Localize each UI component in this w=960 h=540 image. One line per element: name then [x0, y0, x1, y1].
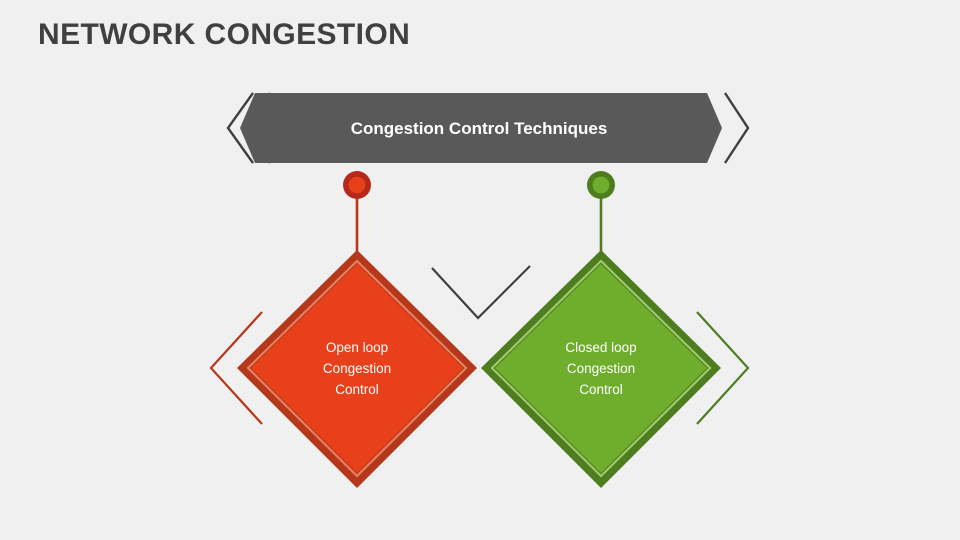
banner-hexagon[interactable]	[240, 93, 722, 163]
closed-loop-label-line-3: Control	[579, 382, 623, 397]
node-open-loop-group: Open loop Congestion Control	[209, 171, 477, 488]
banner-right-chevron-icon	[723, 92, 750, 164]
open-loop-diamond-inner-line	[246, 259, 468, 478]
banner-left-outer-chevron-icon	[226, 92, 254, 164]
open-loop-diamond-fill	[251, 264, 463, 473]
closed-loop-label-line-1: Closed loop	[565, 340, 636, 355]
open-loop-label-line-1: Open loop	[326, 340, 388, 355]
node-closed-loop-group: Closed loop Congestion Control	[481, 171, 750, 488]
page-title: NETWORK CONGESTION	[38, 18, 411, 51]
closed-loop-label-line-2: Congestion	[567, 361, 635, 376]
closed-loop-right-chevron-icon	[696, 311, 750, 425]
open-loop-left-chevron-icon	[209, 311, 263, 425]
banner-label: Congestion Control Techniques	[351, 119, 608, 138]
open-loop-label-line-3: Control	[335, 382, 379, 397]
closed-loop-diamond-fill	[495, 264, 707, 473]
closed-loop-diamond-inner-line	[490, 259, 712, 478]
closed-loop-connector-dot-inner	[592, 176, 610, 194]
banner-group: Congestion Control Techniques	[226, 92, 750, 164]
open-loop-connector-dot-inner	[348, 176, 366, 194]
open-loop-label-line-2: Congestion	[323, 361, 391, 376]
center-down-chevron-icon	[431, 265, 531, 320]
